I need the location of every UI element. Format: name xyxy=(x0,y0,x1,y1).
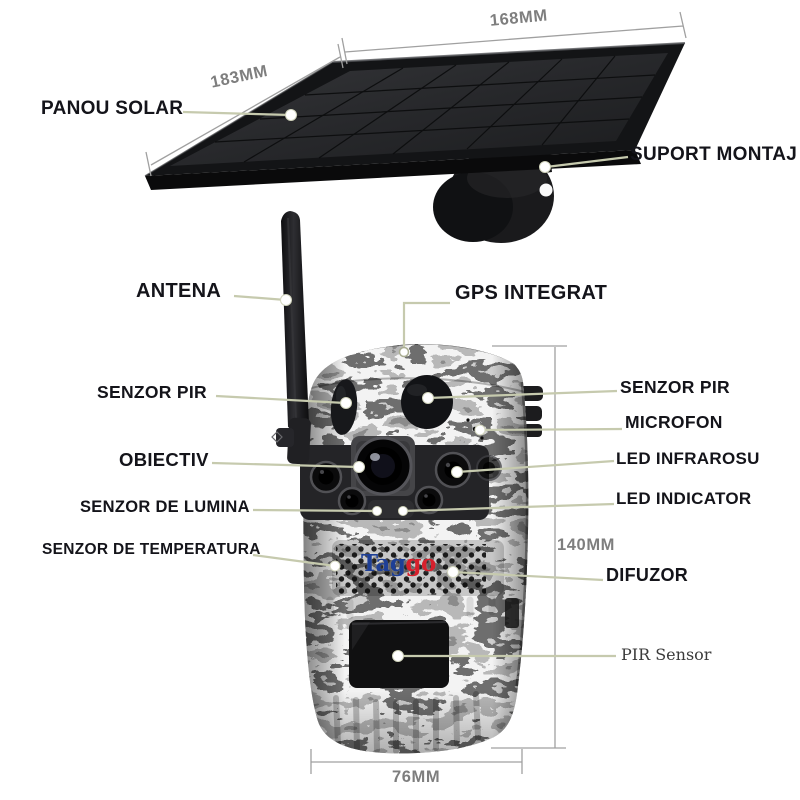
bark-grooves xyxy=(333,691,481,754)
dimension-panel-depth-line xyxy=(145,43,344,177)
antenna-logo-diamond xyxy=(271,431,283,443)
label-senzor-de-temperatura: SENZOR DE TEMPERATURA xyxy=(42,541,261,558)
bracket-screw-hole xyxy=(539,183,553,197)
label-antena: ANTENA xyxy=(136,280,222,302)
leader-dots xyxy=(280,109,551,662)
label-senzor-pir-left: SENZOR PIR xyxy=(97,382,207,402)
dimension-lines xyxy=(145,11,687,774)
brand-logo: Taggo xyxy=(361,550,436,577)
solar-cell-grid xyxy=(214,55,656,163)
camera-lens xyxy=(353,436,413,496)
dimension-camera-height-line xyxy=(491,345,567,749)
label-obiectiv: OBIECTIV xyxy=(119,449,209,470)
strap-slot xyxy=(505,598,519,628)
brand-logo-blue-part: Tag xyxy=(361,550,406,577)
label-senzor-de-lumina: SENZOR DE LUMINA xyxy=(80,498,250,516)
label-pir-sensor: PIR Sensor xyxy=(621,645,712,664)
dimension-panel-width-line xyxy=(341,11,687,65)
dimension-camera-width: 76MM xyxy=(392,768,441,786)
label-led-infrarosu: LED INFRAROSU xyxy=(616,449,760,468)
screw-dot xyxy=(480,436,484,440)
label-panou-solar: PANOU SOLAR xyxy=(41,98,184,119)
solar-panel xyxy=(144,42,686,190)
label-difuzor: DIFUZOR xyxy=(606,565,689,585)
screw-dot xyxy=(466,418,470,422)
antenna xyxy=(271,211,311,465)
camera-face xyxy=(300,375,519,688)
dimension-camera-width-line xyxy=(310,749,523,774)
label-senzor-pir-right: SENZOR PIR xyxy=(620,377,730,397)
leader-lines xyxy=(182,110,629,658)
gps-marker-circle xyxy=(398,346,410,358)
label-gps-integrat: GPS INTEGRAT xyxy=(455,282,608,304)
brand-logo-red-part: go xyxy=(405,550,436,577)
label-suport-montaj: SUPORT MONTAJ xyxy=(630,144,798,165)
speaker-grille xyxy=(332,540,504,596)
label-microfon: MICROFON xyxy=(625,412,723,432)
dimension-camera-height: 140MM xyxy=(557,536,616,554)
label-led-indicator: LED INDICATOR xyxy=(616,489,752,508)
